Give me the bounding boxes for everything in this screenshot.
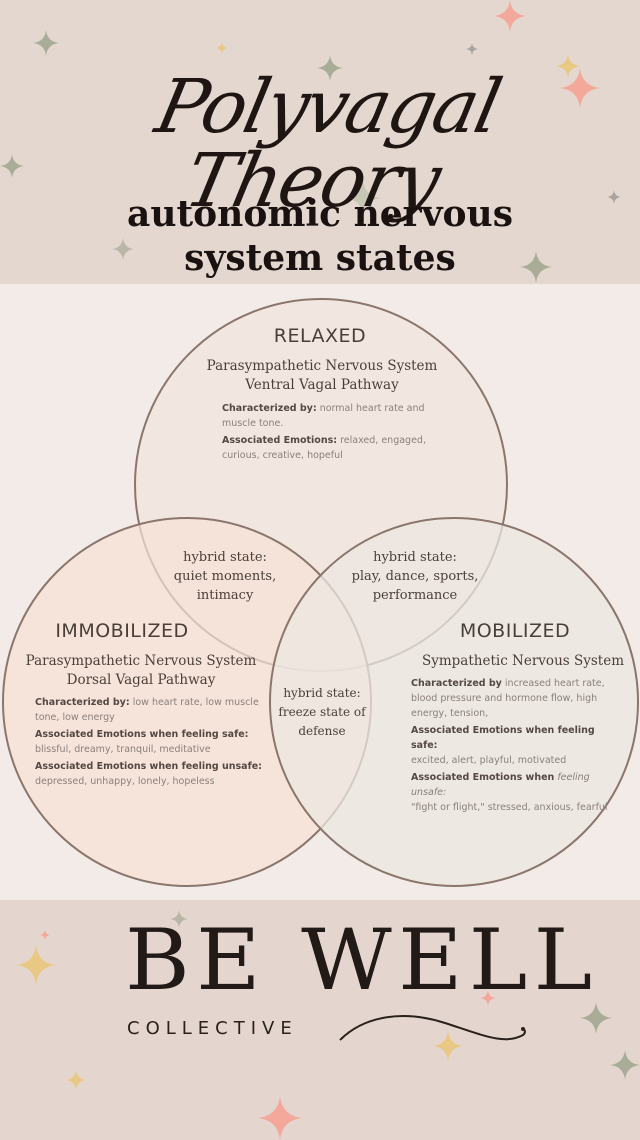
hybrid-line: freeze state of [278, 705, 366, 719]
hybrid-line: intimacy [196, 588, 254, 603]
relaxed-system: Parasympathetic Nervous System [206, 358, 438, 374]
sparkle-icon [610, 1050, 640, 1080]
immobilized-characterized-text: low heart rate, low muscle tone, low ene… [35, 697, 259, 723]
subtitle-line-1: autonomic nervous [127, 193, 513, 235]
sparkle-icon [607, 190, 621, 204]
brand-tagline: COLLECTIVE [127, 1018, 298, 1039]
sparkle-icon [494, 0, 526, 32]
sparkle-icon [520, 251, 552, 283]
hybrid-immobilized-mobilized: hybrid state: freeze state of defense [274, 684, 370, 741]
sparkle-icon [40, 930, 50, 940]
hybrid-relaxed-mobilized: hybrid state: play, dance, sports, perfo… [345, 548, 485, 605]
hybrid-line: play, dance, sports, [351, 569, 479, 584]
hybrid-line: defense [298, 724, 346, 738]
mobilized-details: Characterized by increased heart rate, b… [411, 676, 616, 817]
sparkle-icon [66, 1070, 86, 1090]
venn-circles [2, 298, 639, 887]
mobilized-safe-text: excited, alert, playful, motivated [411, 755, 567, 766]
venn-diagram-panel [0, 284, 640, 900]
mobilized-system: Sympathetic Nervous System [421, 653, 624, 669]
sparkle-icon [170, 910, 188, 928]
relaxed-emotions-text: relaxed, engaged, curious, creative, hop… [222, 435, 426, 461]
hybrid-relaxed-immobilized: hybrid state: quiet moments, intimacy [160, 548, 290, 605]
sparkle-icon [317, 55, 343, 81]
sparkle-icon [560, 68, 600, 108]
mobilized-unsafe-text: "fight or flight," stressed, anxious, fe… [411, 802, 608, 813]
subtitle-line-2: system states [184, 237, 456, 279]
sparkle-icon [433, 1031, 463, 1061]
sparkle-icon [580, 1002, 612, 1034]
hybrid-label: hybrid state: [283, 686, 361, 700]
mobilized-unsafe-label: Associated Emotions when [411, 772, 555, 783]
brand-logo: BE WELL [125, 911, 599, 1009]
sparkle-icon [556, 54, 580, 78]
mobilized-safe-label: Associated Emotions when feeling safe: [411, 725, 595, 751]
footer-banner [0, 900, 640, 1140]
relaxed-characterized-text: normal heart rate and muscle tone. [222, 403, 425, 429]
sparkle-icon [16, 945, 56, 985]
immobilized-characterized-label: Characterized by: [35, 697, 130, 708]
relaxed-characterized-label: Characterized by: [222, 403, 317, 414]
relaxed-emotions-label: Associated Emotions: [222, 435, 338, 446]
hybrid-label: hybrid state: [373, 550, 457, 565]
sparkle-icon [216, 42, 228, 54]
immobilized-unsafe-text: depressed, unhappy, lonely, hopeless [35, 776, 215, 787]
mobilized-unsafe-label-italic: feeling unsafe: [411, 772, 590, 798]
immobilized-system: Parasympathetic Nervous System [25, 653, 257, 669]
immobilized-unsafe-label: Associated Emotions when feeling unsafe: [35, 761, 262, 772]
sparkle-icon [258, 1096, 302, 1140]
logo-swoosh-icon [339, 1015, 526, 1041]
mobilized-title: MOBILIZED [459, 620, 571, 642]
relaxed-pathway: Ventral Vagal Pathway [245, 377, 399, 393]
sparkle-icon [466, 43, 478, 55]
immobilized-safe-label: Associated Emotions when feeling safe: [35, 729, 249, 740]
mobilized-characterized-label: Characterized by [411, 678, 502, 689]
hybrid-line: performance [372, 588, 458, 603]
header-banner: Polyvagal Theory autonomic nervous syste… [0, 0, 640, 284]
mobilized-circle [269, 517, 639, 887]
sparkle-icon [33, 30, 59, 56]
sparkle-icon [345, 180, 381, 216]
relaxed-details: Characterized by: normal heart rate and … [222, 401, 442, 465]
immobilized-pathway: Dorsal Vagal Pathway [66, 672, 216, 688]
sparkle-icon [480, 990, 496, 1006]
immobilized-title: IMMOBILIZED [55, 620, 189, 642]
relaxed-title: RELAXED [273, 325, 367, 347]
sparkle-icon [112, 238, 134, 260]
hybrid-label: hybrid state: [183, 550, 267, 565]
sparkle-icon [0, 154, 24, 178]
immobilized-safe-text: blissful, dreamy, tranquil, meditative [35, 744, 211, 755]
mobilized-characterized-text: increased heart rate, blood pressure and… [411, 678, 605, 719]
immobilized-details: Characterized by: low heart rate, low mu… [35, 695, 263, 791]
hybrid-line: quiet moments, [173, 569, 277, 584]
